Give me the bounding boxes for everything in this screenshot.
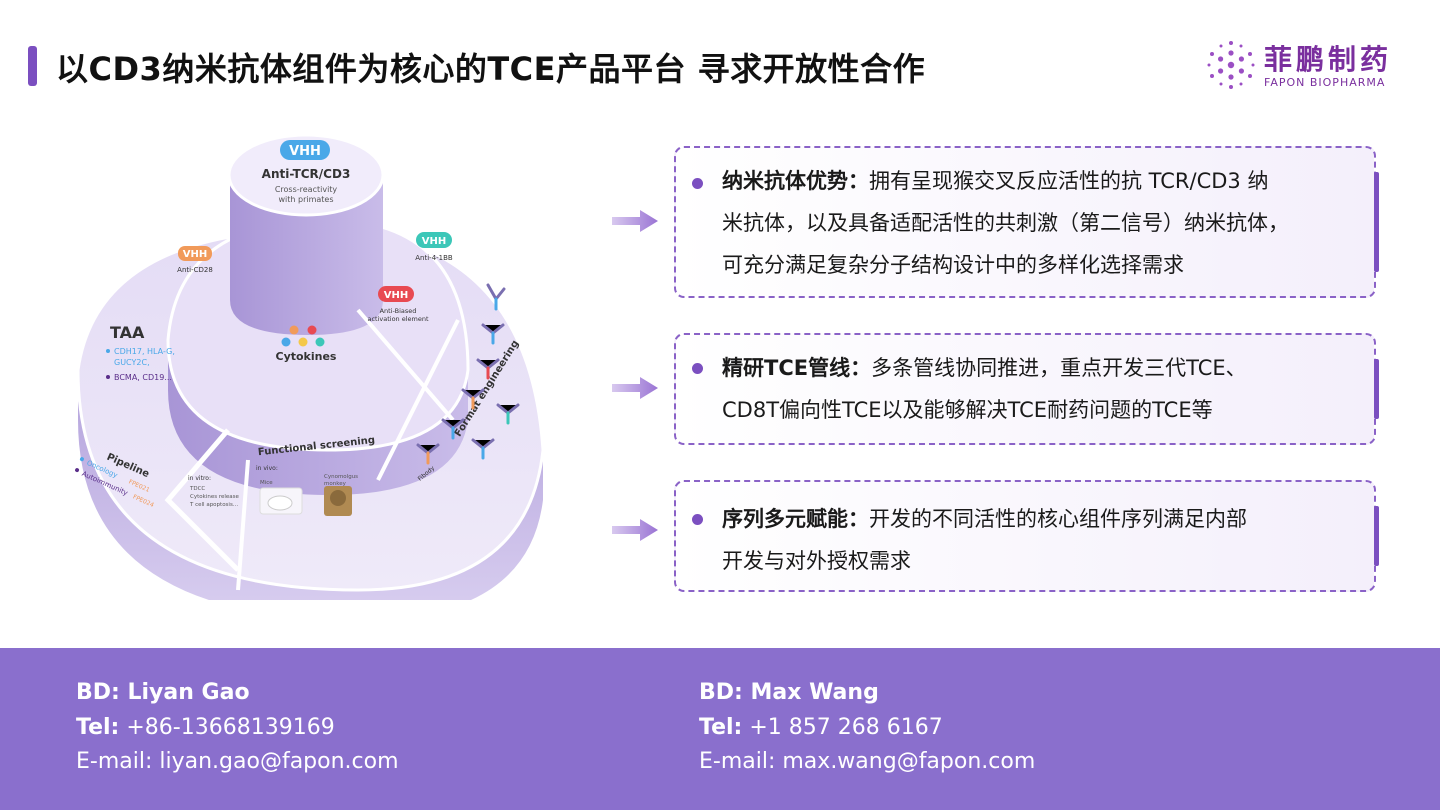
cytokine-dot-red	[307, 325, 317, 335]
fapon-logo-icon	[1207, 41, 1255, 89]
primates-label: with primates	[278, 195, 333, 204]
card-heading: 精研TCE管线：	[722, 356, 872, 380]
cytokine-dot-teal	[315, 337, 325, 347]
anti-tcr-label: Anti-TCR/CD3	[262, 167, 351, 181]
vhh-41bb-label: VHH	[422, 236, 446, 247]
bullet-dot	[692, 178, 703, 189]
card-heading: 序列多元赋能：	[722, 507, 869, 531]
cytokine-dot-orange	[289, 325, 299, 335]
bd-name: BD: Max Wang	[699, 680, 879, 705]
vhh-cd28-label: VHH	[183, 249, 207, 260]
cytokine-dot-yellow	[298, 337, 308, 347]
card-text: 米抗体，以及具备适配活性的共刺激（第二信号）纳米抗体，	[722, 211, 1289, 235]
card-text: 拥有呈现猴交叉反应活性的抗 TCR/CD3 纳	[869, 169, 1269, 193]
taa-line-2: GUCY2C,	[114, 358, 150, 367]
taa-label: TAA	[110, 323, 145, 342]
page-title: 以CD3纳米抗体组件为核心的TCE产品平台 寻求开放性合作	[56, 50, 926, 88]
vhh-badge-biased	[378, 286, 414, 302]
anti-cd28-label: Anti-CD28	[177, 266, 213, 274]
invitro-line-3: T cell apoptosis...	[189, 502, 238, 508]
invitro-label: in vitro:	[188, 475, 211, 482]
vhh-badge-41bb	[416, 232, 452, 248]
antibody-format-icons	[416, 283, 520, 465]
card-text: 开发的不同活性的核心组件序列满足内部	[869, 507, 1247, 531]
cylinder-side	[230, 180, 383, 335]
card-text: CD8T偏向性TCE以及能够解决TCE耐药问题的TCE等	[722, 398, 1213, 422]
company-logo: 菲鹏制药 FAPON BIOPHARMA	[1206, 38, 1416, 94]
contact-footer: BD: Liyan Gao Tel: +86-13668139169 E-mai…	[0, 648, 1440, 810]
vhh-biased-label: VHH	[384, 290, 408, 301]
arrow-icon	[612, 519, 658, 541]
bullet-dot	[692, 363, 703, 374]
logo-text-cn: 菲鹏制药	[1264, 43, 1393, 76]
invitro-line-1: TDCC	[189, 486, 205, 492]
taa-line-3: BCMA, CD19...	[114, 373, 172, 382]
tel-label: Tel:	[699, 714, 743, 740]
title-accent-bar	[28, 46, 37, 86]
tel-label: Tel:	[76, 714, 120, 740]
card-text: 可充分满足复杂分子结构设计中的多样化选择需求	[722, 253, 1184, 277]
card-heading: 纳米抗体优势：	[722, 169, 869, 193]
arrow-icon	[612, 377, 658, 399]
mice-label: Mice	[260, 480, 273, 486]
card-text: 开发与对外授权需求	[722, 549, 911, 573]
activation-element-label: activation element	[367, 315, 429, 323]
tel-number[interactable]: +1 857 268 6167	[742, 714, 943, 740]
feature-card-pipeline: 精研TCE管线：多条管线协同推进，重点开发三代TCE、 CD8T偏向性TCE以及…	[674, 333, 1379, 445]
tel-number[interactable]: +86-13668139169	[119, 714, 335, 740]
cyno-label-2: monkey	[324, 481, 347, 487]
feature-card-sequence: 序列多元赋能：开发的不同活性的核心组件序列满足内部 开发与对外授权需求	[674, 480, 1379, 592]
vhh-top-label: VHH	[289, 144, 321, 159]
vhh-badge-top	[280, 140, 330, 160]
contact-block-1: BD: Liyan Gao Tel: +86-13668139169 E-mai…	[76, 676, 399, 780]
anti-biased-label: Anti-Biased	[380, 307, 417, 315]
feature-card-nanobody: 纳米抗体优势：拥有呈现猴交叉反应活性的抗 TCR/CD3 纳 米抗体，以及具备适…	[674, 146, 1379, 298]
anti-41bb-label: Anti-4-1BB	[415, 254, 453, 262]
cross-reactivity-label: Cross-reactivity	[275, 185, 338, 194]
invivo-label: in vivo:	[256, 465, 278, 472]
mid-ring-side	[168, 340, 468, 495]
logo-text-en: FAPON BIOPHARMA	[1264, 76, 1386, 89]
cytokines-label: Cytokines	[276, 350, 337, 363]
card-text: 多条管线协同推进，重点开发三代TCE、	[871, 356, 1247, 380]
bullet-dot	[692, 514, 703, 525]
vhh-badge-cd28	[178, 246, 212, 261]
platform-diagram: VHH Anti-TCR/CD3 Cross-reactivity with p…	[58, 120, 618, 620]
email-link[interactable]: E-mail: max.wang@fapon.com	[699, 749, 1036, 774]
contact-block-2: BD: Max Wang Tel: +1 857 268 6167 E-mail…	[699, 676, 1035, 780]
invitro-line-2: Cytokines release	[190, 494, 239, 500]
email-link[interactable]: E-mail: liyan.gao@fapon.com	[76, 749, 399, 774]
bd-name: BD: Liyan Gao	[76, 680, 250, 705]
cytokine-dot-blue	[281, 337, 291, 347]
cylinder-top	[227, 133, 385, 217]
platform-diagram-svg: VHH Anti-TCR/CD3 Cross-reactivity with p…	[75, 133, 545, 620]
cyno-label-1: Cynomolgus	[324, 474, 358, 480]
arrow-icon	[612, 210, 658, 232]
taa-line-1: CDH17, HLA-G,	[114, 347, 175, 356]
